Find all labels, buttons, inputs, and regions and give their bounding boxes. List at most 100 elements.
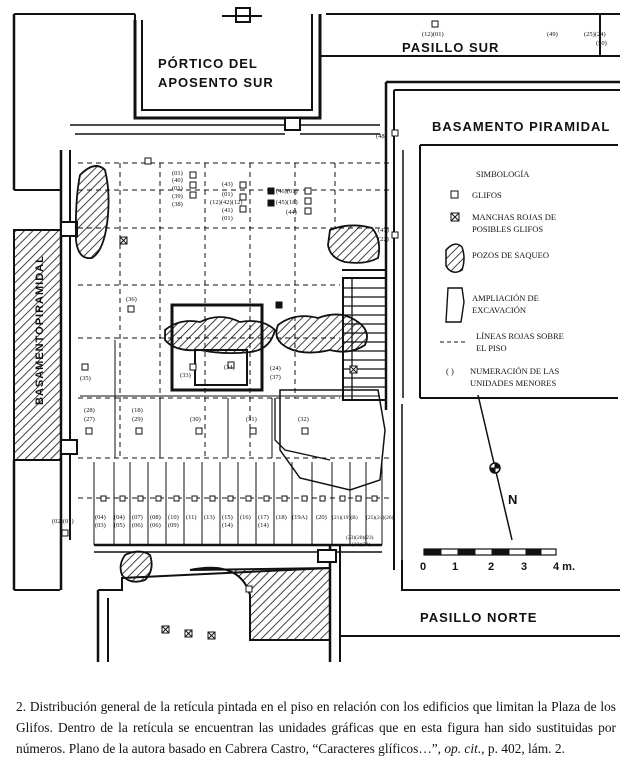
unit-label: (10) [168, 514, 179, 521]
bottom-building [14, 404, 620, 662]
unit-label: (01) [222, 191, 233, 198]
portico-aposento-sur [70, 7, 380, 135]
unit-label: (22) [378, 236, 389, 243]
scale-bar [423, 548, 557, 556]
unit-label: (33) [180, 372, 191, 379]
scale-tick-4: 4 m. [553, 561, 575, 573]
unit-label: (40) [172, 177, 183, 184]
unit-label: (04) [114, 514, 125, 521]
unit-label: (17) [258, 514, 269, 521]
glyph-markers [61, 20, 439, 593]
red-grid-lines [78, 162, 395, 499]
scale-tick-1: 1 [452, 561, 458, 573]
basamento-vertical-label: BASAMENTOPIRAMIDAL [34, 255, 46, 405]
pasillo-sur-label: PASILLO SUR [402, 40, 499, 55]
unit-label: (43) [222, 181, 233, 188]
unit-label: (01) [172, 170, 183, 177]
unit-label: (16) [240, 514, 251, 521]
basamento-piramidal-left [12, 150, 78, 590]
unit-label: (12)(01) [422, 31, 444, 38]
north-arrow [477, 394, 513, 541]
unit-label: (04) [95, 514, 106, 521]
unit-label: (06) [132, 522, 143, 529]
unit-label: (08) [150, 514, 161, 521]
unit-label: (34) [224, 364, 235, 371]
unit-number-labels: (12)(01) (49) (25)(24) (50) (48) (01) (4… [52, 31, 607, 548]
caption-text-2: , p. 402, lám. 2. [481, 741, 565, 757]
legend-ampliacion-1: AMPLIACIÓN DE [472, 293, 539, 303]
unit-label: (46)(01) [276, 188, 298, 195]
unit-label: (07) [132, 514, 143, 521]
site-plan: PÓRTICO DEL APOSENTO SUR PASILLO SUR BAS… [12, 7, 620, 662]
unit-label: (28) [84, 407, 95, 414]
unit-label: (19A) [292, 514, 308, 521]
looting-pits [74, 165, 381, 583]
unit-label: (01) [172, 185, 183, 192]
unit-label: (41) [222, 207, 233, 214]
basamento-piramidal-right [342, 80, 620, 410]
portico-label-line1: PÓRTICO DEL [158, 56, 258, 71]
unit-label: (23)(20)(23) [346, 534, 374, 541]
unit-label: (36) [126, 296, 137, 303]
legend-lineas-2: EL PISO [476, 343, 507, 353]
pasillo-norte-label: PASILLO NORTE [420, 610, 537, 625]
unit-label: (30) [190, 416, 201, 423]
unit-label: (47) [378, 227, 389, 234]
north-label: N [508, 492, 518, 507]
glyph-symbol-icon [450, 190, 459, 199]
legend-manchas-2: POSIBLES GLIFOS [472, 224, 543, 234]
unit-label: (14) [258, 522, 269, 529]
unit-label: (22)(23) [352, 541, 370, 548]
unit-label: (02)(01) [52, 518, 74, 525]
legend-pozos: POZOS DE SAQUEO [472, 250, 549, 260]
scale-tick-2: 2 [488, 561, 494, 573]
legend-glifos: GLIFOS [472, 190, 502, 200]
legend-lineas-1: LÍNEAS ROJAS SOBRE [476, 331, 564, 341]
unit-label: (15) [222, 514, 233, 521]
unit-label: (39) [172, 193, 183, 200]
legend-numeracion-symbol: ( ) [446, 366, 454, 376]
legend-numeracion-1: NUMERACIÓN DE LAS [470, 366, 560, 376]
basamento-piramidal-label: BASAMENTO PIRAMIDAL [432, 119, 610, 134]
legend-ampliacion-2: EXCAVACIÓN [472, 305, 526, 315]
portico-label-line2: APOSENTO SUR [158, 75, 274, 90]
unit-label: (35) [80, 375, 91, 382]
unit-label: (11) [186, 514, 197, 521]
caption-text-1: 2. Distribución general de la retícula p… [16, 699, 616, 757]
unit-label: (20) [316, 514, 327, 521]
unit-label: (01) [222, 215, 233, 222]
excavation-symbol-icon [445, 287, 465, 323]
unit-label: (24) [270, 365, 281, 372]
unit-label: (21)(19)(B) [332, 514, 358, 521]
legend-title: SIMBOLOGÍA [476, 169, 530, 179]
unit-label: (44) [286, 209, 297, 216]
legend-manchas-1: MANCHAS ROJAS DE [472, 212, 556, 222]
unit-label: (48) [376, 133, 387, 140]
unit-label: (18) [132, 407, 143, 414]
unit-label: (12)(42)(12) [210, 199, 243, 206]
red-stain-markers [119, 187, 358, 640]
unit-label: (13) [204, 514, 215, 521]
unit-label: (25)(24) [584, 31, 606, 38]
scale-tick-0: 0 [420, 561, 426, 573]
legend: SIMBOLOGÍA GLIFOS MANCHAS ROJAS DE POSIB… [440, 169, 564, 388]
caption-italic: op. cit. [444, 741, 482, 757]
unit-label: (27) [84, 416, 95, 423]
unit-label: (37) [270, 374, 281, 381]
unit-label: (09) [168, 522, 179, 529]
unit-label: (45)(18) [276, 199, 298, 206]
legend-numeracion-2: UNIDADES MENORES [470, 378, 556, 388]
unit-label: (29) [132, 416, 143, 423]
looting-pit-symbol-icon [445, 243, 465, 273]
unit-label: (14) [222, 522, 233, 529]
unit-label: (38) [172, 201, 183, 208]
figure-caption: 2. Distribución general de la retícula p… [16, 696, 616, 759]
unit-label: (25)(24)(26) [366, 514, 394, 521]
scale-tick-3: 3 [521, 561, 527, 573]
red-stain-symbol-icon [450, 212, 460, 222]
unit-label: (06) [150, 522, 161, 529]
grid-solid-subdivisions [80, 340, 383, 545]
unit-label: (03) [95, 522, 106, 529]
unit-label: (18) [276, 514, 287, 521]
pasillo-sur-walls [12, 13, 620, 190]
